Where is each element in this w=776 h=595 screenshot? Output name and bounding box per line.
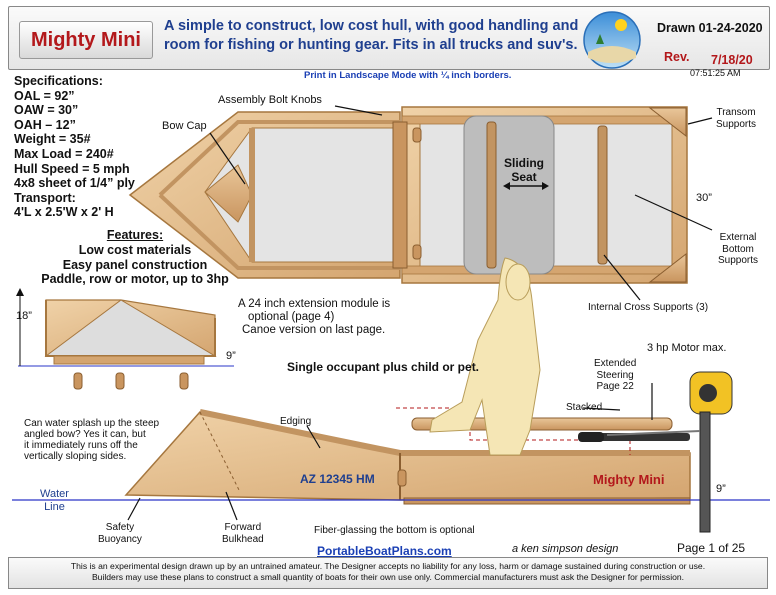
label-single-occupant: Single occupant plus child or pet.: [287, 360, 480, 374]
spec-item: Max Load = 240#: [14, 146, 114, 161]
label-fiberglass: Fiber-glassing the bottom is optional: [314, 525, 475, 536]
tagline-line-2: room for fishing or hunting gear. Fits i…: [164, 37, 578, 53]
title-box: Mighty Mini: [19, 21, 153, 59]
specifications: Specifications: OAL = 92” OAW = 30” OAH …: [14, 74, 135, 220]
label-splash-note: Can water splash up the steep angled bow…: [24, 418, 159, 462]
tagline-line-1: A simple to construct, low cost hull, wi…: [164, 18, 579, 34]
feature-item: Easy panel construction: [62, 257, 208, 272]
designer-credit: a ken simpson design: [512, 543, 619, 555]
label-external-bottom: External Bottom Supports: [718, 232, 758, 267]
spec-item: OAH – 12”: [14, 117, 76, 132]
disclaimer-footer: This is an experimental design drawn up …: [8, 557, 768, 589]
label-extension: A 24 inch extension module is optional (…: [238, 298, 390, 337]
label-motor-max: 3 hp Motor max.: [647, 342, 727, 354]
label-transom-supports: Transom Supports: [716, 107, 756, 130]
extended-line-2: Steering: [596, 369, 634, 381]
label-stacked: Stacked: [566, 402, 603, 413]
features: Features: Low cost materials Easy panel …: [30, 228, 240, 287]
extension-line-2: optional (page 4): [248, 311, 335, 323]
spec-item: 4'L x 2.5'W x 2' H: [14, 205, 114, 220]
spec-item: Weight = 35#: [14, 132, 91, 147]
label-sliding-seat: Sliding Seat: [500, 156, 548, 184]
safety-line-1: Safety: [105, 522, 135, 533]
dim-height-18: 18”: [16, 310, 32, 322]
timestamp: 07:51:25 AM: [690, 68, 741, 78]
dim-width-30: 30”: [696, 192, 712, 204]
label-internal-cross: Internal Cross Supports (3): [588, 302, 709, 313]
tagline: A simple to construct, low cost hull, wi…: [164, 17, 584, 55]
leader-lines: [127, 105, 713, 521]
ext-bottom-line-3: Supports: [718, 255, 759, 266]
transom-line-1: Transom: [716, 107, 756, 118]
ext-bottom-line-1: External: [719, 232, 757, 243]
splash-line-3: it immediately runs off the: [24, 440, 138, 451]
label-safety-buoyancy: Safety Buoyancy: [98, 522, 142, 545]
extension-line-3: Canoe version on last page.: [242, 324, 386, 336]
top-view-hull: [128, 106, 688, 284]
ken-simpson-logo: [583, 11, 641, 69]
label-assembly-bolt: Assembly Bolt Knobs: [218, 94, 322, 106]
dim-transom-9: 9”: [716, 483, 726, 495]
disclaimer-line-2: Builders may use these plans to construc…: [91, 572, 685, 582]
extended-line-1: Extended: [594, 358, 637, 369]
rev-label: Rev.: [664, 50, 690, 64]
label-bow-cap: Bow Cap: [162, 120, 207, 132]
extended-line-3: Page 22: [596, 381, 634, 392]
dim-height-9: 9”: [226, 350, 236, 362]
spec-item: OAW = 30”: [14, 103, 79, 118]
spec-item: OAL = 92”: [14, 88, 75, 103]
label-extended-steering: Extended Steering Page 22: [594, 358, 636, 393]
spec-heading: Specifications:: [14, 74, 103, 88]
label-forward-bulkhead: Forward Bulkhead: [222, 522, 264, 545]
transom-line-2: Supports: [716, 118, 757, 130]
forward-line-2: Bulkhead: [222, 533, 264, 545]
print-note: Print in Landscape Mode with ¼ inch bord…: [304, 70, 512, 81]
ext-bottom-line-2: Bottom: [722, 243, 754, 255]
rev-date: 7/18/20: [711, 53, 753, 67]
header-bar: Mighty Mini A simple to construct, low c…: [8, 6, 770, 70]
front-view-hull: [16, 288, 234, 390]
page-number: Page 1 of 25: [677, 541, 746, 555]
water-line-2: Line: [44, 501, 65, 513]
side-view-hull: [12, 257, 770, 533]
disclaimer-line-1: This is an experimental design drawn up …: [70, 561, 706, 571]
sliding-seat-line-1: Sliding: [504, 156, 544, 170]
drawn-date: Drawn 01-24-2020: [657, 21, 763, 35]
forward-line-1: Forward: [224, 522, 262, 533]
splash-line-1: Can water splash up the steep: [24, 418, 160, 429]
spec-item: 4x8 sheet of 1/4” ply: [14, 176, 135, 191]
feature-item: Low cost materials: [78, 242, 192, 257]
website-link[interactable]: PortableBoatPlans.com: [317, 544, 452, 558]
label-water-line: Water Line: [40, 488, 69, 514]
sliding-seat-line-2: Seat: [511, 170, 537, 184]
features-heading: Features:: [106, 228, 164, 242]
extension-line-1: A 24 inch extension module is: [238, 298, 391, 310]
feature-item: Paddle, row or motor, up to 3hp: [41, 272, 229, 287]
splash-line-4: vertically sloping sides.: [24, 451, 127, 462]
spec-item: Hull Speed = 5 mph: [14, 161, 130, 176]
splash-line-2: angled bow? Yes it can, but: [24, 429, 146, 440]
hull-name: Mighty Mini: [593, 472, 665, 487]
hull-registration: AZ 12345 HM: [300, 472, 375, 486]
spec-item: Transport:: [14, 190, 76, 205]
label-edging: Edging: [280, 416, 312, 427]
page-title: Mighty Mini: [31, 28, 141, 51]
safety-line-2: Buoyancy: [98, 533, 142, 545]
outboard-motor: [578, 371, 733, 533]
water-line-1: Water: [40, 488, 69, 500]
